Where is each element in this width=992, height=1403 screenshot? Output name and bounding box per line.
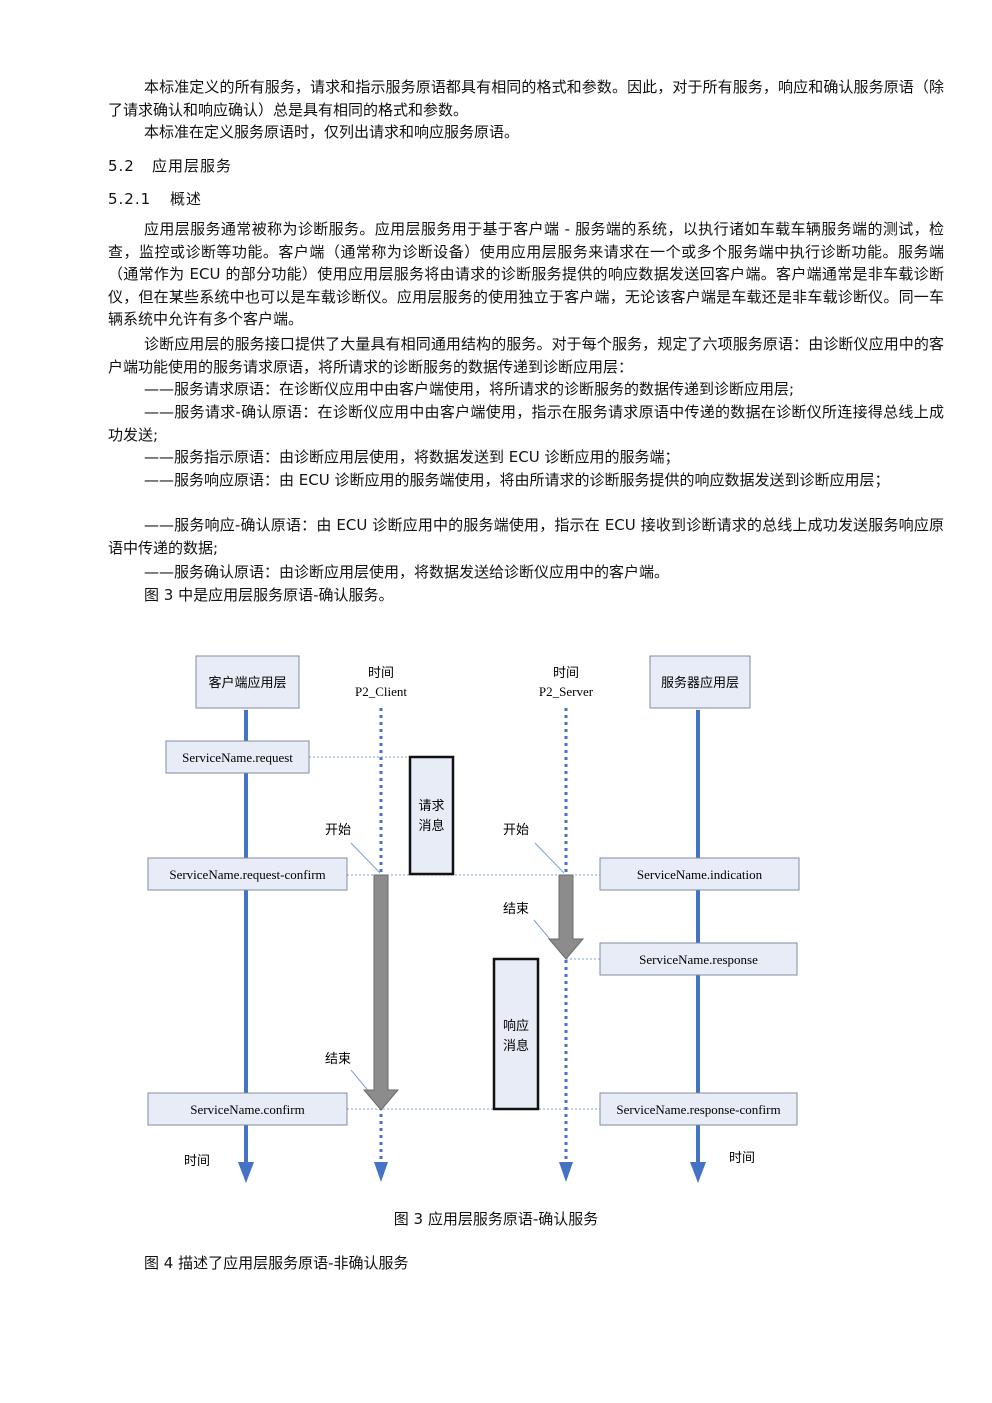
section-heading: 5.2 应用层服务 <box>108 156 232 176</box>
client-layer-label: 客户端应用层 <box>208 675 286 691</box>
list-item: ——服务请求原语：在诊断仪应用中由客户端使用，将所请求的诊断服务的数据传递到诊断… <box>144 380 795 398</box>
client-start-label: 开始 <box>325 823 351 838</box>
list-item: ——服务指示原语：由诊断应用层使用，将数据发送到 ECU 诊断应用的服务端； <box>144 448 680 466</box>
subsection-heading: 5.2.1 概述 <box>108 189 202 209</box>
server-layer-box <box>649 655 751 709</box>
list-item: ——服务请求-确认原语：在诊断仪应用中由客户端使用，指示在服务请求原语中传递的数… <box>108 403 944 444</box>
indication-primitive-label: ServiceName.indication <box>637 867 763 882</box>
request-message-box <box>408 755 455 876</box>
request-confirm-primitive-label: ServiceName.request-confirm <box>169 867 325 882</box>
section-number: 5.2 <box>108 157 135 175</box>
list-item: ——服务响应-确认原语：由 ECU 诊断应用中的服务端使用，指示在 ECU 接收… <box>108 516 944 557</box>
response-confirm-primitive-box <box>599 1092 798 1126</box>
next-figure-text: 图 4 描述了应用层服务原语-非确认服务 <box>144 1254 409 1272</box>
request-primitive-label: ServiceName.request <box>182 750 293 765</box>
list-item: ——服务响应原语：由 ECU 诊断应用的服务端使用，将由所请求的诊断服务提供的响… <box>144 471 890 489</box>
p2-client-timer-arrow-icon <box>362 874 400 1111</box>
client-layer-box <box>195 655 300 709</box>
response-primitive-label: ServiceName.response <box>639 952 758 967</box>
p2-server-time-label: 时间 <box>553 666 579 681</box>
response-message-box <box>492 957 540 1111</box>
indication-primitive-box <box>599 857 800 891</box>
client-start-leader <box>350 842 381 874</box>
figure-caption: 图 3 应用层服务原语-确认服务 <box>393 1210 599 1228</box>
request-message-label-line1: 请求 <box>418 799 444 814</box>
body-paragraph-1: 应用层服务通常被称为诊断服务。应用层服务用于基于客户端 - 服务端的系统，以执行… <box>108 220 944 328</box>
client-end-label: 结束 <box>325 1052 351 1067</box>
request-message-label-line2: 消息 <box>418 818 444 834</box>
server-layer-label: 服务器应用层 <box>661 675 739 691</box>
server-start-leader <box>534 842 565 874</box>
p2-server-timer-arrow-icon <box>547 874 585 960</box>
figure-reference: 图 3 中是应用层服务原语-确认服务。 <box>144 586 394 604</box>
server-time-arrow-icon <box>690 1162 706 1183</box>
confirm-primitive-label: ServiceName.confirm <box>190 1102 304 1117</box>
response-confirm-primitive-label: ServiceName.response-confirm <box>616 1102 780 1117</box>
request-confirm-primitive-box <box>147 857 348 891</box>
p2-client-label: P2_Client <box>355 684 407 699</box>
intro-paragraph-2: 本标准在定义服务原语时，仅列出请求和响应服务原语。 <box>144 123 520 141</box>
intro-paragraph-1: 本标准定义的所有服务，请求和指示服务原语都具有相同的格式和参数。因此，对于所有服… <box>108 78 944 119</box>
server-end-label: 结束 <box>503 902 529 917</box>
p2-client-arrow-icon <box>374 1162 388 1182</box>
response-primitive-box <box>599 942 798 976</box>
client-time-arrow-icon <box>238 1162 254 1183</box>
list-item: ——服务确认原语：由诊断应用层使用，将数据发送给诊断仪应用中的客户端。 <box>144 563 670 581</box>
client-time-label: 时间 <box>184 1154 210 1169</box>
subsection-title: 概述 <box>170 190 203 208</box>
confirm-primitive-box <box>147 1092 348 1126</box>
subsection-number: 5.2.1 <box>108 190 152 208</box>
p2-server-arrow-icon <box>559 1162 573 1182</box>
request-primitive-box <box>165 740 310 774</box>
response-message-label-line2: 消息 <box>503 1038 529 1054</box>
body-paragraph-2: 诊断应用层的服务接口提供了大量具有相同通用结构的服务。对于每个服务，规定了六项服… <box>108 335 944 376</box>
p2-client-time-label: 时间 <box>368 666 394 681</box>
p2-server-label: P2_Server <box>539 684 594 699</box>
server-time-label: 时间 <box>729 1151 755 1166</box>
response-message-label-line1: 响应 <box>503 1018 529 1034</box>
section-title: 应用层服务 <box>152 157 233 175</box>
server-start-label: 开始 <box>503 823 529 838</box>
